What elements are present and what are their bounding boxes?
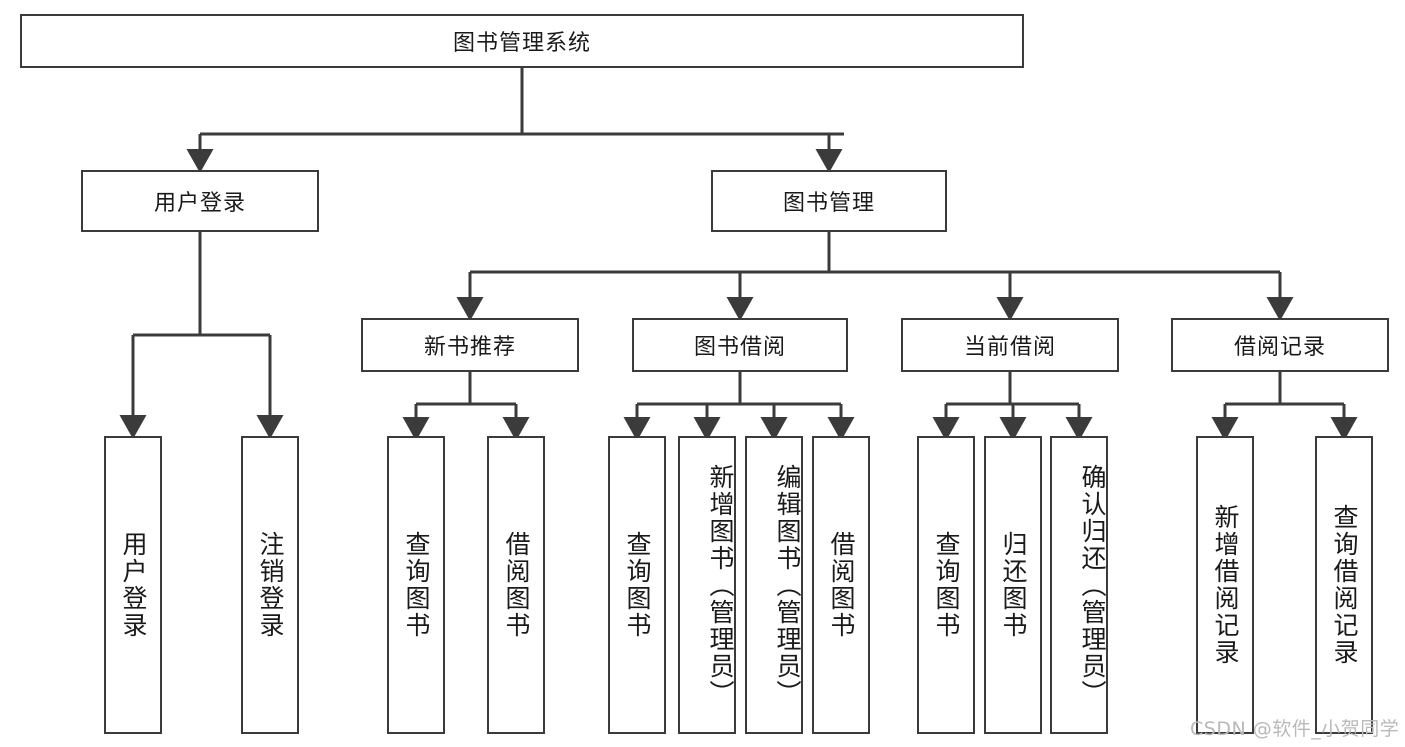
leaf-add-book-admin[interactable]: 新增图书（管理员） — [678, 436, 736, 734]
leaf-user-login[interactable]: 用户登录 — [104, 436, 162, 734]
leaf-borrow-book[interactable]: 借阅图书 — [812, 436, 870, 734]
leaf-borrow-book-recommend[interactable]: 借阅图书 — [487, 436, 545, 734]
leaf-add-borrow-record[interactable]: 新增借阅记录 — [1196, 436, 1254, 734]
node-root-title[interactable]: 图书管理系统 — [20, 14, 1024, 68]
leaf-confirm-return-admin[interactable]: 确认归还（管理员） — [1050, 436, 1108, 734]
csdn-watermark: CSDN @软件_小贺同学 — [1190, 718, 1400, 740]
node-book-borrow[interactable]: 图书借阅 — [632, 318, 848, 372]
leaf-query-book-current[interactable]: 查询图书 — [917, 436, 975, 734]
node-current-borrow[interactable]: 当前借阅 — [901, 318, 1119, 372]
node-user-login[interactable]: 用户登录 — [81, 170, 319, 232]
leaf-logout-login[interactable]: 注销登录 — [241, 436, 299, 734]
leaf-edit-book-admin[interactable]: 编辑图书（管理员） — [745, 436, 803, 734]
node-new-book-recommend[interactable]: 新书推荐 — [361, 318, 579, 372]
leaf-return-book[interactable]: 归还图书 — [984, 436, 1042, 734]
leaf-query-book-recommend[interactable]: 查询图书 — [387, 436, 445, 734]
leaf-query-book-borrow[interactable]: 查询图书 — [608, 436, 666, 734]
node-book-manage[interactable]: 图书管理 — [711, 170, 947, 232]
leaf-query-borrow-record[interactable]: 查询借阅记录 — [1315, 436, 1373, 734]
node-borrow-record[interactable]: 借阅记录 — [1171, 318, 1389, 372]
